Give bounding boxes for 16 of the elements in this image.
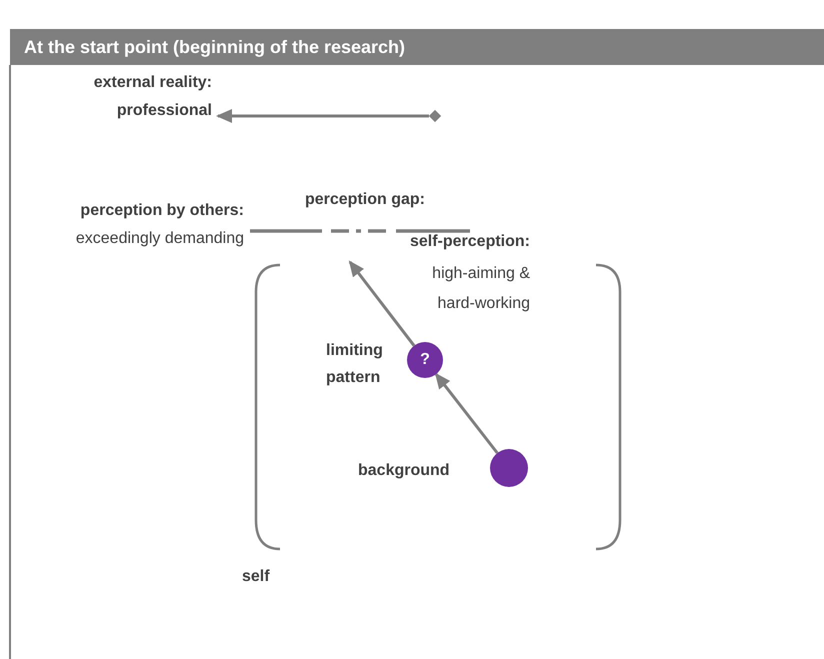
node-label: external reality: [92,73,212,93]
circle-node [490,449,528,487]
gap-line [250,229,472,233]
arrow [348,260,416,347]
node-label: exceedingly demanding [74,229,244,249]
node-label: professional [116,101,212,121]
node-label: high-aiming & hard-working [431,264,530,314]
node-heading: self-perception: [408,232,530,252]
arrow [216,109,429,123]
title-bar: At the start point (beginning of the research) [10,30,824,65]
node-heading: perception by others: [79,201,244,221]
node-label: limiting pattern [326,341,384,388]
node-label: self [242,567,270,587]
question-circle: ? [407,342,443,378]
node-label: background [358,461,451,481]
arrow [434,372,498,454]
